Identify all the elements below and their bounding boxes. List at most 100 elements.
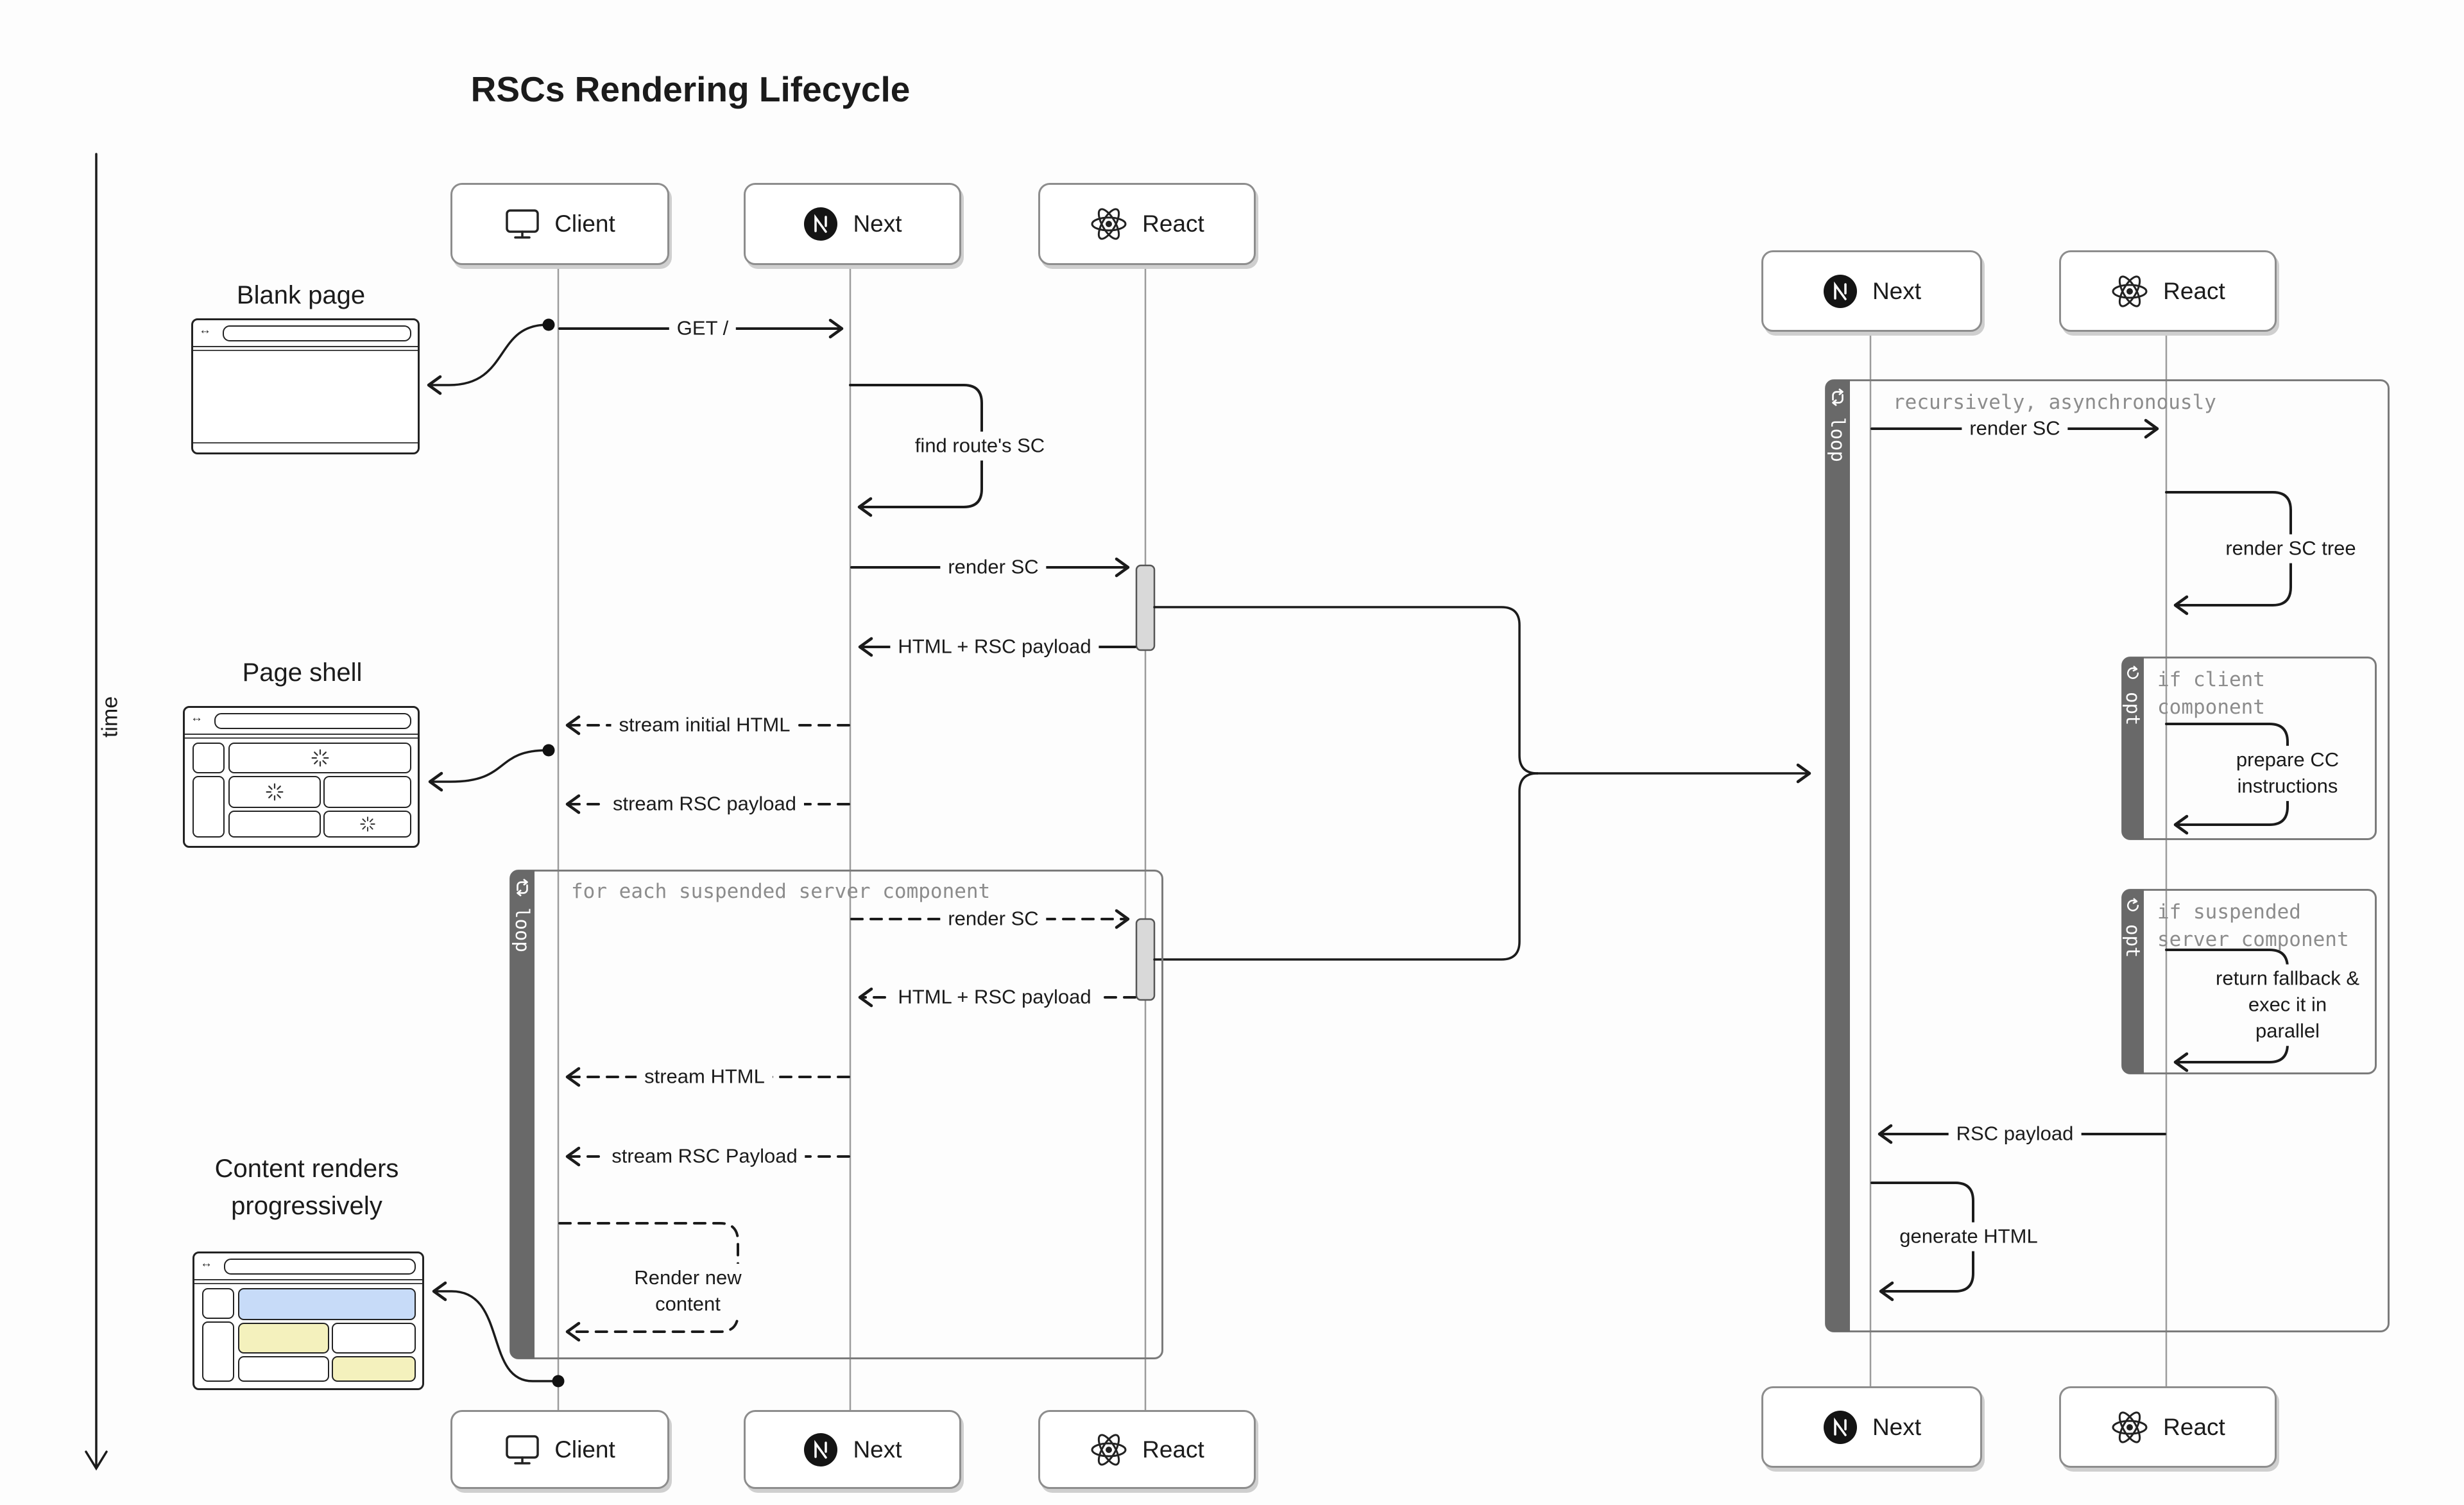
loop-cycle-icon: [1828, 388, 1847, 407]
actor-label: Next: [1872, 277, 1922, 304]
actor-next-detail-bottom: Next: [1761, 1386, 1982, 1468]
message-label-find-route-sc: find route's SC: [907, 431, 1053, 461]
actor-label: React: [2163, 1413, 2225, 1440]
annotation-blank-page: Blank page: [236, 281, 366, 309]
message-label-generate-html: generate HTML: [1892, 1222, 2046, 1251]
opt-frame-client-component: opt: [2121, 657, 2377, 840]
spinner-icon: [266, 783, 284, 801]
react-atom-icon: [1090, 1431, 1128, 1469]
loop-frame-right-header: recursively, asynchronously: [1893, 391, 2216, 414]
actor-next-bottom: Next: [744, 1410, 961, 1489]
browser-chrome: ↔: [194, 1253, 422, 1280]
browser-chrome: ↔: [185, 708, 418, 735]
actor-label: React: [2163, 277, 2225, 304]
time-axis-label: time: [98, 696, 123, 738]
loop-frame-right-sidebar: loop: [1826, 380, 1850, 1332]
content-block: [202, 1288, 234, 1319]
opt-frame-sidebar: opt: [2122, 890, 2144, 1074]
skeleton-block-loading: [228, 743, 411, 773]
actor-label: Client: [554, 211, 615, 237]
skeleton-block-loading: [228, 776, 321, 808]
refresh-icon: [2125, 897, 2141, 914]
skeleton-block: [228, 811, 321, 838]
nextjs-logo-icon: [1822, 273, 1858, 309]
toolbar-divider: [193, 350, 418, 351]
content-block: [202, 1321, 234, 1382]
message-label-loop-render-sc: render SC: [940, 904, 1047, 934]
message-label-stream-rsc-payload: stream RSC payload: [604, 789, 805, 819]
react-atom-icon: [1090, 205, 1128, 243]
address-bar: [223, 325, 411, 341]
message-label-rsc-payload: RSC payload: [1948, 1119, 2082, 1149]
content-block: [238, 1356, 329, 1382]
spinner-icon: [311, 749, 329, 767]
message-label-get-root: GET /: [669, 314, 737, 343]
loop-frame-right: loop: [1825, 379, 2390, 1332]
actor-react-top: React: [1038, 183, 1256, 265]
content-block: [332, 1356, 416, 1382]
opt-frame-suspended-component: opt: [2121, 889, 2377, 1074]
address-bar: [214, 713, 411, 729]
actor-react-detail-bottom: React: [2059, 1386, 2277, 1468]
actor-react-bottom: React: [1038, 1410, 1256, 1489]
opt-frame-client-header: if client component: [2157, 668, 2265, 719]
message-label-return-fallback: return fallback & exec it in parallel: [2207, 964, 2368, 1046]
skeleton-block: [193, 776, 225, 838]
actor-label: React: [1142, 211, 1204, 237]
status-bar-divider: [193, 442, 418, 443]
opt-badge: opt: [2122, 692, 2144, 726]
actor-next-detail-top: Next: [1761, 250, 1982, 332]
message-label-render-new-content: Render new content: [600, 1264, 776, 1319]
lifelines: [557, 261, 2168, 1410]
annotation-connectors: [427, 318, 565, 1388]
time-axis-arrow: [85, 153, 108, 1471]
skeleton-block: [323, 776, 411, 808]
nextjs-logo-icon: [803, 1432, 839, 1468]
skeleton-block: [193, 743, 225, 773]
loop-frame-left-sidebar: loop: [510, 870, 535, 1359]
annotation-content-renders: Content renders progressively: [214, 1155, 399, 1220]
page-title: RSCs Rendering Lifecycle: [470, 69, 911, 109]
actor-react-detail-top: React: [2059, 250, 2277, 332]
actor-label: Next: [853, 211, 902, 237]
opt-frame-sidebar: opt: [2122, 657, 2144, 839]
react-atom-icon: [2110, 272, 2149, 311]
loop-frame-left: loop: [509, 870, 1163, 1359]
toolbar-divider: [194, 1283, 422, 1284]
actor-label: Next: [853, 1436, 902, 1463]
message-label-stream-initial-html: stream initial HTML: [611, 710, 798, 740]
actor-next-top: Next: [744, 183, 961, 265]
back-forward-arrows-icon: ↔: [200, 1257, 212, 1270]
back-forward-arrows-icon: ↔: [191, 711, 203, 725]
nextjs-logo-icon: [1822, 1409, 1858, 1445]
loop-badge: loop: [1827, 417, 1849, 462]
annotation-page-shell: Page shell: [242, 658, 363, 687]
message-label-detail-render-sc: render SC: [1962, 414, 2068, 443]
opt-frame-suspended-header: if suspended server component: [2157, 900, 2349, 951]
browser-mockup-page-shell: ↔: [183, 706, 420, 848]
content-block-hero: [238, 1288, 416, 1320]
actor-client-bottom: Client: [450, 1410, 669, 1489]
browser-mockup-blank-page: ↔: [191, 318, 420, 454]
actor-label: React: [1142, 1436, 1204, 1463]
loop-cycle-icon: [513, 878, 532, 897]
message-label-stream-rsc-payload2: stream RSC Payload: [604, 1142, 805, 1171]
monitor-icon: [504, 208, 540, 240]
monitor-icon: [504, 1434, 540, 1466]
actor-label: Client: [554, 1436, 615, 1463]
message-label-render-sc-tree: render SC tree: [2218, 534, 2364, 563]
actor-client-top: Client: [450, 183, 669, 265]
message-label-html-rsc-payload: HTML + RSC payload: [890, 632, 1099, 662]
browser-mockup-content-rendered: ↔: [193, 1251, 424, 1390]
browser-chrome: ↔: [193, 320, 418, 347]
loop-badge: loop: [511, 907, 533, 952]
refresh-icon: [2125, 665, 2141, 682]
skeleton-block-loading: [323, 811, 411, 838]
address-bar: [224, 1259, 416, 1275]
content-block: [238, 1323, 329, 1354]
back-forward-arrows-icon: ↔: [199, 323, 211, 337]
message-label-prepare-cc: prepare CC instructions: [2204, 746, 2371, 801]
opt-badge: opt: [2122, 924, 2144, 958]
toolbar-divider: [185, 737, 418, 739]
